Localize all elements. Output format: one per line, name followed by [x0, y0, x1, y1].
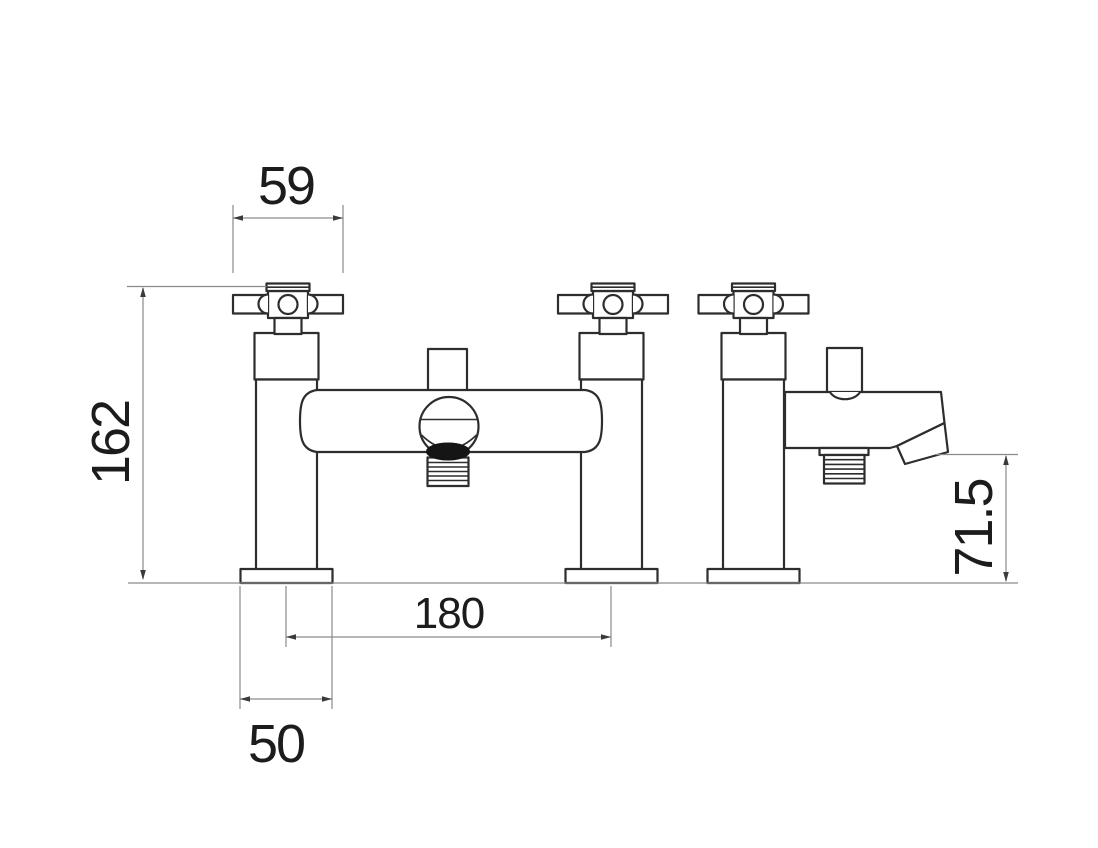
side-diverter-knob: [825, 346, 864, 394]
dimension-overall-height: 162: [81, 285, 267, 580]
dimension-base-width: 50: [239, 586, 333, 774]
dimension-spout-height: 71.5: [936, 453, 1018, 582]
side-hose-connector: [818, 446, 870, 485]
front-view: [231, 282, 670, 585]
spout-nozzle: [895, 421, 950, 466]
dimension-handle-width: 59: [232, 156, 344, 273]
seal-ellipse: [426, 442, 470, 461]
dim-label-71.5: 71.5: [944, 479, 1004, 576]
side-diverter-round-bottom: [829, 391, 861, 401]
front-right-pillar: [564, 331, 659, 585]
front-left-pillar: [239, 331, 334, 585]
side-pillar: [706, 331, 801, 585]
front-right-handle: [556, 282, 670, 336]
front-hose-connector: [426, 456, 470, 488]
front-left-handle: [231, 282, 345, 336]
side-handle: [697, 282, 810, 336]
dim-label-59: 59: [258, 156, 314, 216]
front-diverter-knob: [426, 347, 469, 393]
dim-label-180: 180: [414, 589, 484, 638]
dim-label-162: 162: [81, 401, 141, 485]
side-view: [697, 282, 950, 585]
dim-label-50: 50: [248, 714, 304, 774]
dimension-tap-centres: 180: [285, 586, 612, 647]
